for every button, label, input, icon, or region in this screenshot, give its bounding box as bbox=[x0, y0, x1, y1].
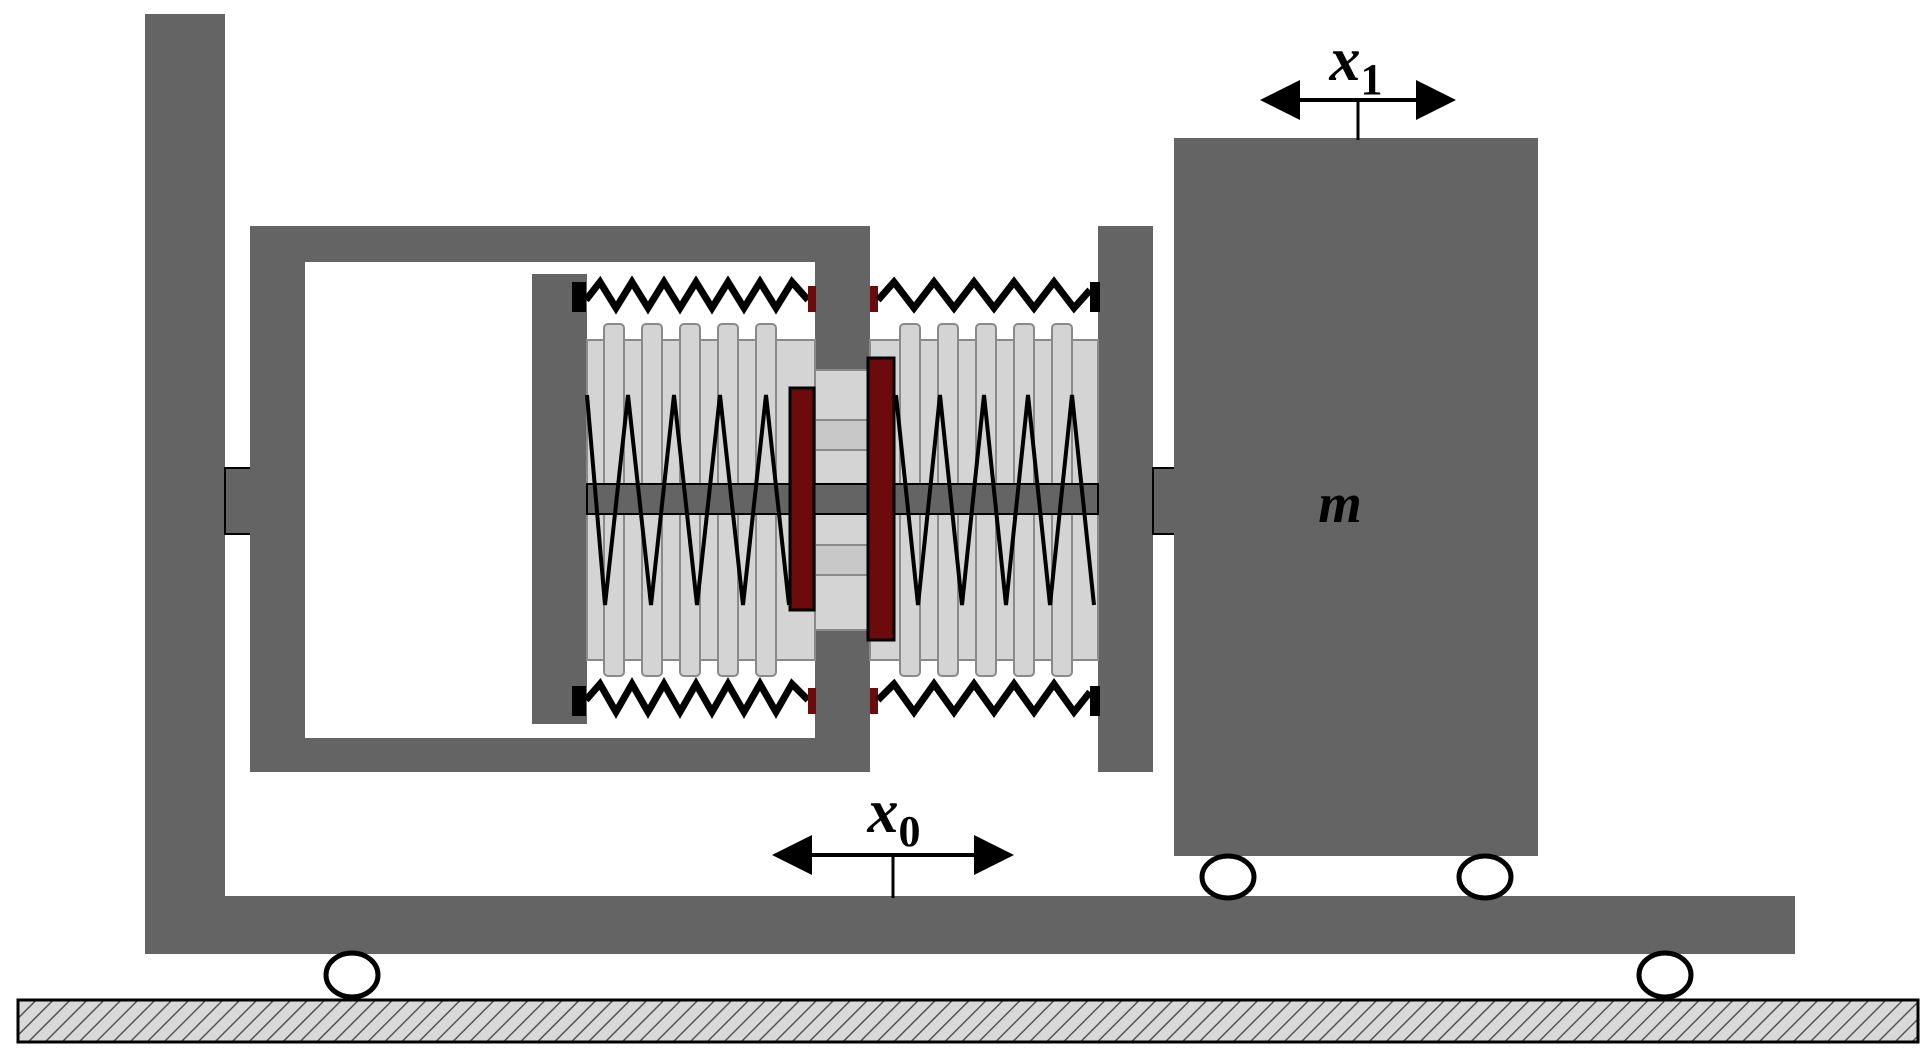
base-wheel-left bbox=[323, 950, 381, 1000]
center-shaft bbox=[586, 483, 1099, 515]
base-frame bbox=[145, 14, 1795, 954]
x1-displacement-arrow bbox=[1260, 80, 1456, 140]
x0-displacement-arrow bbox=[772, 835, 1014, 898]
x0-label: x0 bbox=[867, 778, 921, 856]
base-frame-vertical-post bbox=[145, 14, 225, 954]
piston-right bbox=[866, 356, 896, 642]
base-frame-horizontal-beam bbox=[145, 896, 1795, 954]
mass-wheel-left bbox=[1199, 853, 1257, 901]
ground-hatched bbox=[16, 998, 1920, 1044]
bottom-zigzag-springs bbox=[572, 676, 1100, 720]
right-plate bbox=[1098, 226, 1153, 772]
x1-label: x1 bbox=[1329, 26, 1383, 104]
mass-label: m bbox=[1318, 473, 1362, 535]
coil-spring-left bbox=[585, 394, 791, 606]
piston-left bbox=[788, 386, 816, 612]
right-connector-stub bbox=[1152, 467, 1178, 535]
mass-block bbox=[1174, 138, 1538, 856]
inner-left-plate bbox=[532, 274, 587, 724]
coil-spring-right bbox=[894, 394, 1096, 606]
base-wheel-right bbox=[1636, 950, 1694, 1000]
mass-wheel-right bbox=[1456, 853, 1514, 901]
left-connector-stub bbox=[224, 467, 254, 535]
top-zigzag-springs bbox=[572, 275, 1100, 315]
